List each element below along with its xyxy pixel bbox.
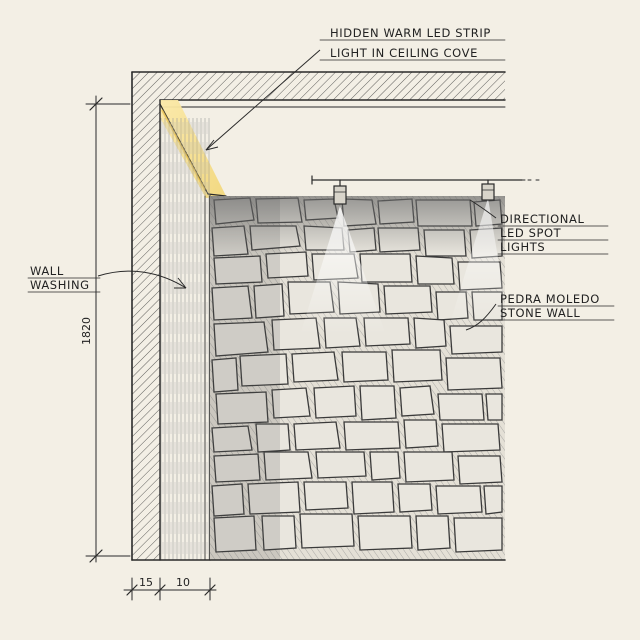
- spot-label-line3: LIGHTS: [500, 240, 545, 254]
- label-underlines: [27, 39, 615, 321]
- spot-light-track: [311, 175, 541, 205]
- height-dimension: 1820: [80, 95, 131, 563]
- side-wall-panel: [159, 99, 211, 561]
- washing-label-line1: WALL: [30, 264, 64, 278]
- stone-label-line2: STONE WALL: [500, 306, 580, 320]
- stone-wall: [210, 196, 505, 560]
- spot-label-line1: DIRECTIONAL: [500, 212, 584, 226]
- led-strip-label-line1: HIDDEN WARM LED STRIP: [330, 26, 491, 40]
- led-strip-label-line2: LIGHT IN CEILING COVE: [330, 46, 478, 60]
- led-spot-icon: [333, 179, 347, 205]
- right-width-value: 10: [176, 576, 190, 589]
- spot-label-line2: LED SPOT: [500, 226, 562, 240]
- height-dimension-value: 1820: [80, 317, 93, 345]
- led-spot-icon: [481, 179, 495, 201]
- light-beams: [300, 198, 510, 335]
- left-width-value: 15: [139, 576, 153, 589]
- ceiling-slab: [131, 71, 506, 561]
- leader-lines: [97, 49, 497, 331]
- washing-label-line2: WASHING: [30, 278, 90, 292]
- width-dimensions: 15 10: [123, 576, 217, 601]
- stone-label-line1: PEDRA MOLEDO: [500, 292, 600, 306]
